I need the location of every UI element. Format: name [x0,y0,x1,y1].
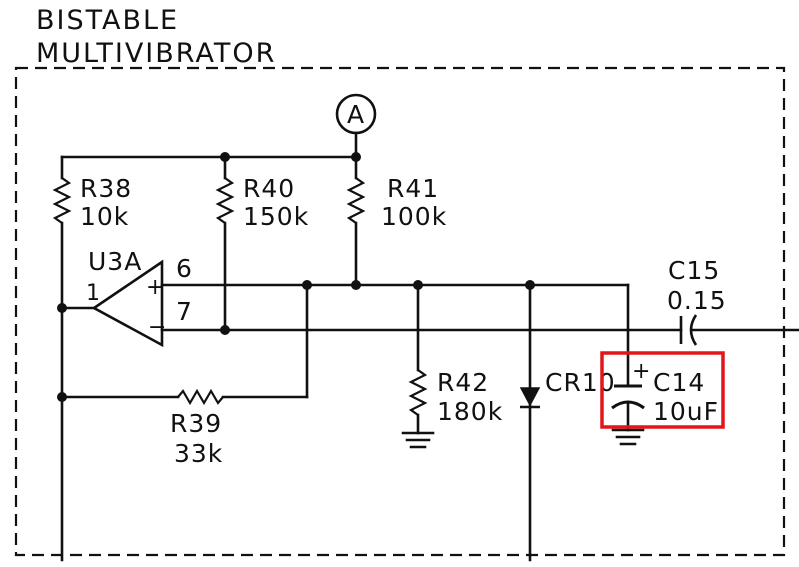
diode-cr10[interactable] [519,387,541,407]
module-boundary [14,66,786,557]
u3a-pin-6: 6 [176,254,193,283]
r39-value: 33k [174,439,223,468]
c14-value: 10uF [653,397,719,426]
c15-ref: C15 [668,256,720,285]
resistor-r41[interactable] [346,177,366,224]
c14-ref: C14 [653,368,705,397]
capacitor-c15-curve[interactable] [689,314,698,346]
cr10-ref: CR10 [545,368,616,397]
c15-value: 0.15 [667,286,727,315]
title-line-2: MULTIVIBRATOR [36,38,276,69]
ground-c14 [611,428,645,446]
r40-ref: R40 [243,174,295,203]
resistor-r39[interactable] [177,388,224,406]
resistor-r42[interactable] [408,369,428,416]
c14-polarity: + [632,359,650,384]
r41-ref: R41 [387,174,439,203]
resistor-r38[interactable] [52,177,72,224]
u3a-minus-sign: − [148,315,166,340]
opamp-u3a[interactable] [91,259,164,348]
resistor-r40[interactable] [215,177,235,224]
r42-value: 180k [437,397,503,426]
r38-value: 10k [80,202,129,231]
r40-value: 150k [243,202,309,231]
r38-ref: R38 [80,174,132,203]
highlight-box-c14 [600,351,725,429]
junction-pin6-r41 [351,280,361,290]
r42-ref: R42 [437,368,489,397]
u3a-pin-out: 1 [86,281,100,306]
ground-r42 [401,431,435,449]
u3a-ref: U3A [88,247,142,276]
test-point-a-label: A [347,100,365,129]
title-line-1: BISTABLE [36,5,179,36]
r41-value: 100k [381,202,447,231]
r39-ref: R39 [170,409,222,438]
u3a-plus-sign: + [146,275,164,300]
u3a-pin-7: 7 [176,297,193,326]
